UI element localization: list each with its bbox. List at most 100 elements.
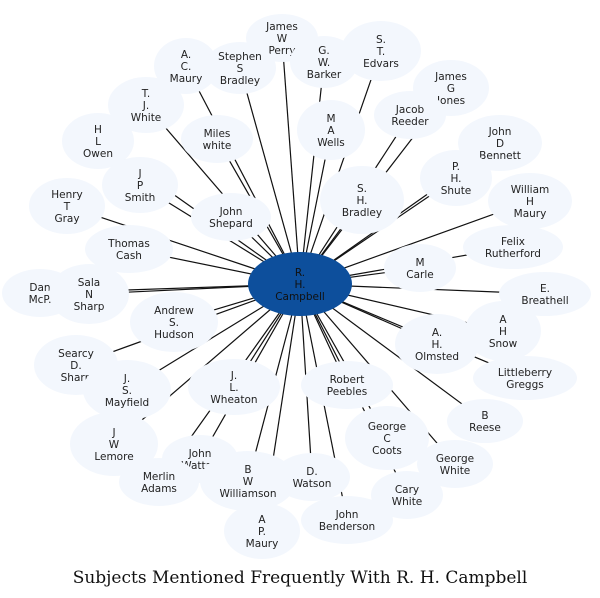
node-label-line: M: [326, 113, 335, 125]
node-label-line: D: [496, 138, 504, 150]
node-s-t-edvars[interactable]: S.T.Edvars: [341, 21, 421, 81]
node-label-line: P.: [258, 526, 266, 538]
node-label-line: Bradley: [220, 75, 260, 87]
node-label-line: C.: [181, 61, 192, 73]
node-p-h-shute[interactable]: P.H.Shute: [420, 150, 492, 206]
node-bubble: [200, 451, 296, 511]
node-label-line: White: [131, 112, 162, 124]
node-bubble: [420, 150, 492, 206]
node-label-line: T.: [376, 46, 386, 58]
node-label-line: Cash: [116, 250, 142, 262]
node-bubble: [371, 471, 443, 519]
node-label-line: C: [383, 433, 390, 445]
node-j-s-mayfield[interactable]: J.S.Mayfield: [83, 360, 171, 420]
center-label-line: Campbell: [275, 291, 325, 303]
node-label: P.H.Shute: [441, 161, 472, 197]
node-label-line: James: [265, 21, 298, 33]
node-a-h-olmsted[interactable]: A.H.Olmsted: [395, 314, 479, 374]
edge-james-w-perry: [282, 51, 301, 285]
node-bubble: [274, 453, 350, 501]
node-label-line: B: [481, 410, 488, 422]
node-bubble: [301, 361, 393, 409]
node-bubble: [463, 225, 563, 269]
node-label-line: Thomas: [107, 238, 150, 250]
node-label-line: Olmsted: [415, 351, 459, 363]
node-label-line: W: [109, 439, 120, 451]
node-label-line: Gray: [54, 213, 79, 225]
node-label-line: J.: [142, 100, 149, 112]
node-bubble: [154, 38, 218, 94]
node-label-line: J.: [230, 370, 237, 382]
center-label-line: R.: [295, 267, 305, 279]
node-bubble: [83, 360, 171, 420]
node-label-line: Searcy: [58, 348, 94, 360]
node-s-h-bradley[interactable]: S.H.Bradley: [320, 166, 404, 234]
node-bubble: [181, 115, 253, 163]
node-label-line: N: [85, 289, 93, 301]
node-label-line: P: [137, 180, 143, 192]
node-label-line: Andrew: [154, 305, 194, 317]
node-label-line: Greggs: [506, 379, 543, 391]
node-bubble: [417, 440, 493, 488]
node-label-line: Miles: [204, 128, 231, 140]
node-e-breathell[interactable]: E.Breathell: [499, 272, 591, 316]
node-label-line: J.: [123, 373, 130, 385]
node-label-line: Coots: [372, 445, 402, 457]
node-label: G.W.Barker: [307, 45, 342, 81]
node-g-w-barker[interactable]: G.W.Barker: [290, 36, 358, 88]
node-d-watson[interactable]: D.Watson: [274, 453, 350, 501]
node-bubble: [119, 458, 199, 506]
node-bubble: [49, 264, 129, 324]
node-label-line: James: [434, 71, 467, 83]
node-bubble: [488, 173, 572, 229]
node-j-l-wheaton[interactable]: J.L.Wheaton: [188, 359, 280, 415]
node-label-line: Shute: [441, 185, 472, 197]
node-label-line: L.: [229, 382, 238, 394]
node-bubble: [341, 21, 421, 81]
node-label: J.L.Wheaton: [210, 370, 257, 406]
node-label-line: S.: [376, 34, 386, 46]
node-label-line: Lemore: [94, 451, 133, 463]
node-bubble: [345, 406, 429, 470]
node-bubble: [290, 36, 358, 88]
node-t-j-white[interactable]: T.J.White: [108, 77, 184, 133]
node-a-c-maury[interactable]: A.C.Maury: [154, 38, 218, 94]
node-label-line: White: [392, 496, 423, 508]
node-label-line: John: [488, 126, 512, 138]
node-label-line: Hudson: [154, 329, 194, 341]
node-label-line: A: [327, 125, 335, 137]
node-label-line: Carle: [406, 269, 433, 281]
